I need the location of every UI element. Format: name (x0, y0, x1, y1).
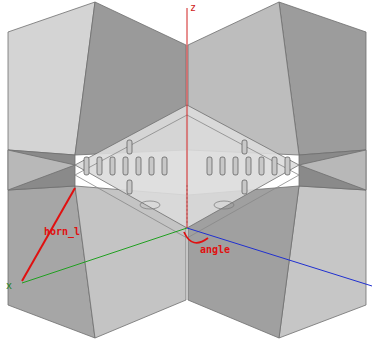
dimension-label: horn_l (44, 226, 80, 238)
axis-label: x (6, 280, 12, 292)
axis-label: z (190, 2, 196, 14)
dimension-label: angle (200, 244, 230, 256)
